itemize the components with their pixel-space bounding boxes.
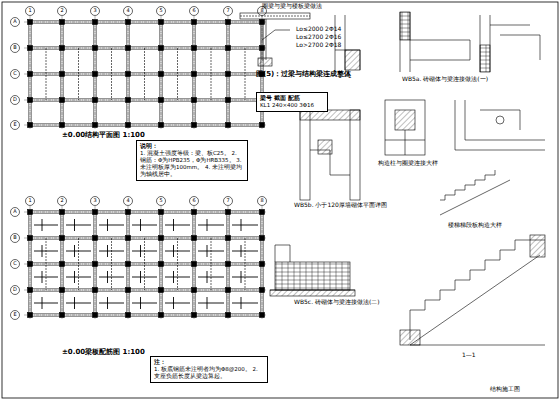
drawing-title: 图(5)：过梁与结构梁连成整体 (256, 70, 351, 78)
axis-label: 5 (159, 8, 162, 14)
axis-label: E (13, 122, 16, 128)
axis-label: 4 (126, 198, 129, 204)
axis-label: B (13, 45, 16, 51)
plan-grid (11, 197, 267, 320)
notes-heading: 说明： (140, 143, 244, 150)
axis-label: 4 (126, 8, 129, 14)
axis-label: 3 (93, 198, 96, 204)
axis-label: E (13, 312, 16, 318)
detail-label: 结构施工图 (490, 386, 520, 393)
notes-text: 1. 板底钢筋未注明者均为Φ8@200。 2. 支座负筋长度从梁边算起。 (154, 366, 264, 380)
plan-grid (11, 7, 267, 130)
axis-label: 7 (226, 8, 229, 14)
axis-label: D (13, 97, 17, 103)
detail-label: 构造柱与圈梁连接大样 (378, 160, 438, 167)
axis-label: 1 (28, 198, 31, 204)
detail-label: WB5b. 小于120厚墙砌体平面详图 (294, 202, 387, 209)
detail-label: 1—1 (462, 352, 476, 359)
detail-label: WB5c. 砖砌体与梁连接做法(二) (294, 299, 380, 306)
axis-label: 1 (28, 8, 31, 14)
detail-label: Lo≤2700 2Φ16 (296, 34, 341, 41)
axis-label: D (13, 287, 17, 293)
axis-label: 6 (192, 8, 195, 14)
axis-label: 2 (60, 8, 63, 14)
detail-label: 楼梯梯段板构造大样 (448, 222, 502, 229)
axis-label: A (13, 19, 16, 25)
drawing-title: ±0.00结构平面图 1:100 (62, 131, 145, 139)
axis-label: 8 (260, 8, 263, 14)
detail-label: Lo≤2000 2Φ14 (296, 26, 341, 33)
detail-label: Lo>2700 2Φ18 (296, 42, 341, 49)
notes-box: 说明：1. 混凝土强度等级：梁、板C25。 2. 钢筋：Φ为HPB235，Φ为H… (136, 140, 248, 181)
axis-label: 6 (192, 198, 195, 204)
beam-table: 梁号 截面 配筋KL1 240×400 3Φ16 (256, 92, 328, 112)
axis-label: 5 (159, 198, 162, 204)
axis-label: 3 (93, 8, 96, 14)
notes-box: 注：1. 板底钢筋未注明者均为Φ8@200。 2. 支座负筋长度从梁边算起。 (150, 356, 268, 383)
axis-label: 7 (226, 198, 229, 204)
axis-label: 2 (60, 198, 63, 204)
axis-label: 8 (260, 198, 263, 204)
notes-text: 1. 混凝土强度等级：梁、板C25。 2. 钢筋：Φ为HPB235，Φ为HRB3… (140, 150, 244, 178)
drawing-title: ±0.00梁板配筋图 1:100 (62, 348, 145, 356)
floor-plans (11, 7, 267, 320)
axis-label: B (13, 235, 16, 241)
axis-label: C (13, 261, 17, 267)
detail-label: 圈梁与梁与楼板梁做法 (262, 3, 322, 10)
detail-label: WB5a. 砖砌体与梁连接做法(一) (402, 76, 488, 83)
axis-label: A (13, 209, 16, 215)
notes-text: KL1 240×400 3Φ16 (260, 102, 324, 109)
axis-label: C (13, 71, 17, 77)
notes-heading: 梁号 截面 配筋 (260, 95, 324, 102)
notes-heading: 注： (154, 359, 264, 366)
detail-label: 1—1 (338, 73, 352, 80)
